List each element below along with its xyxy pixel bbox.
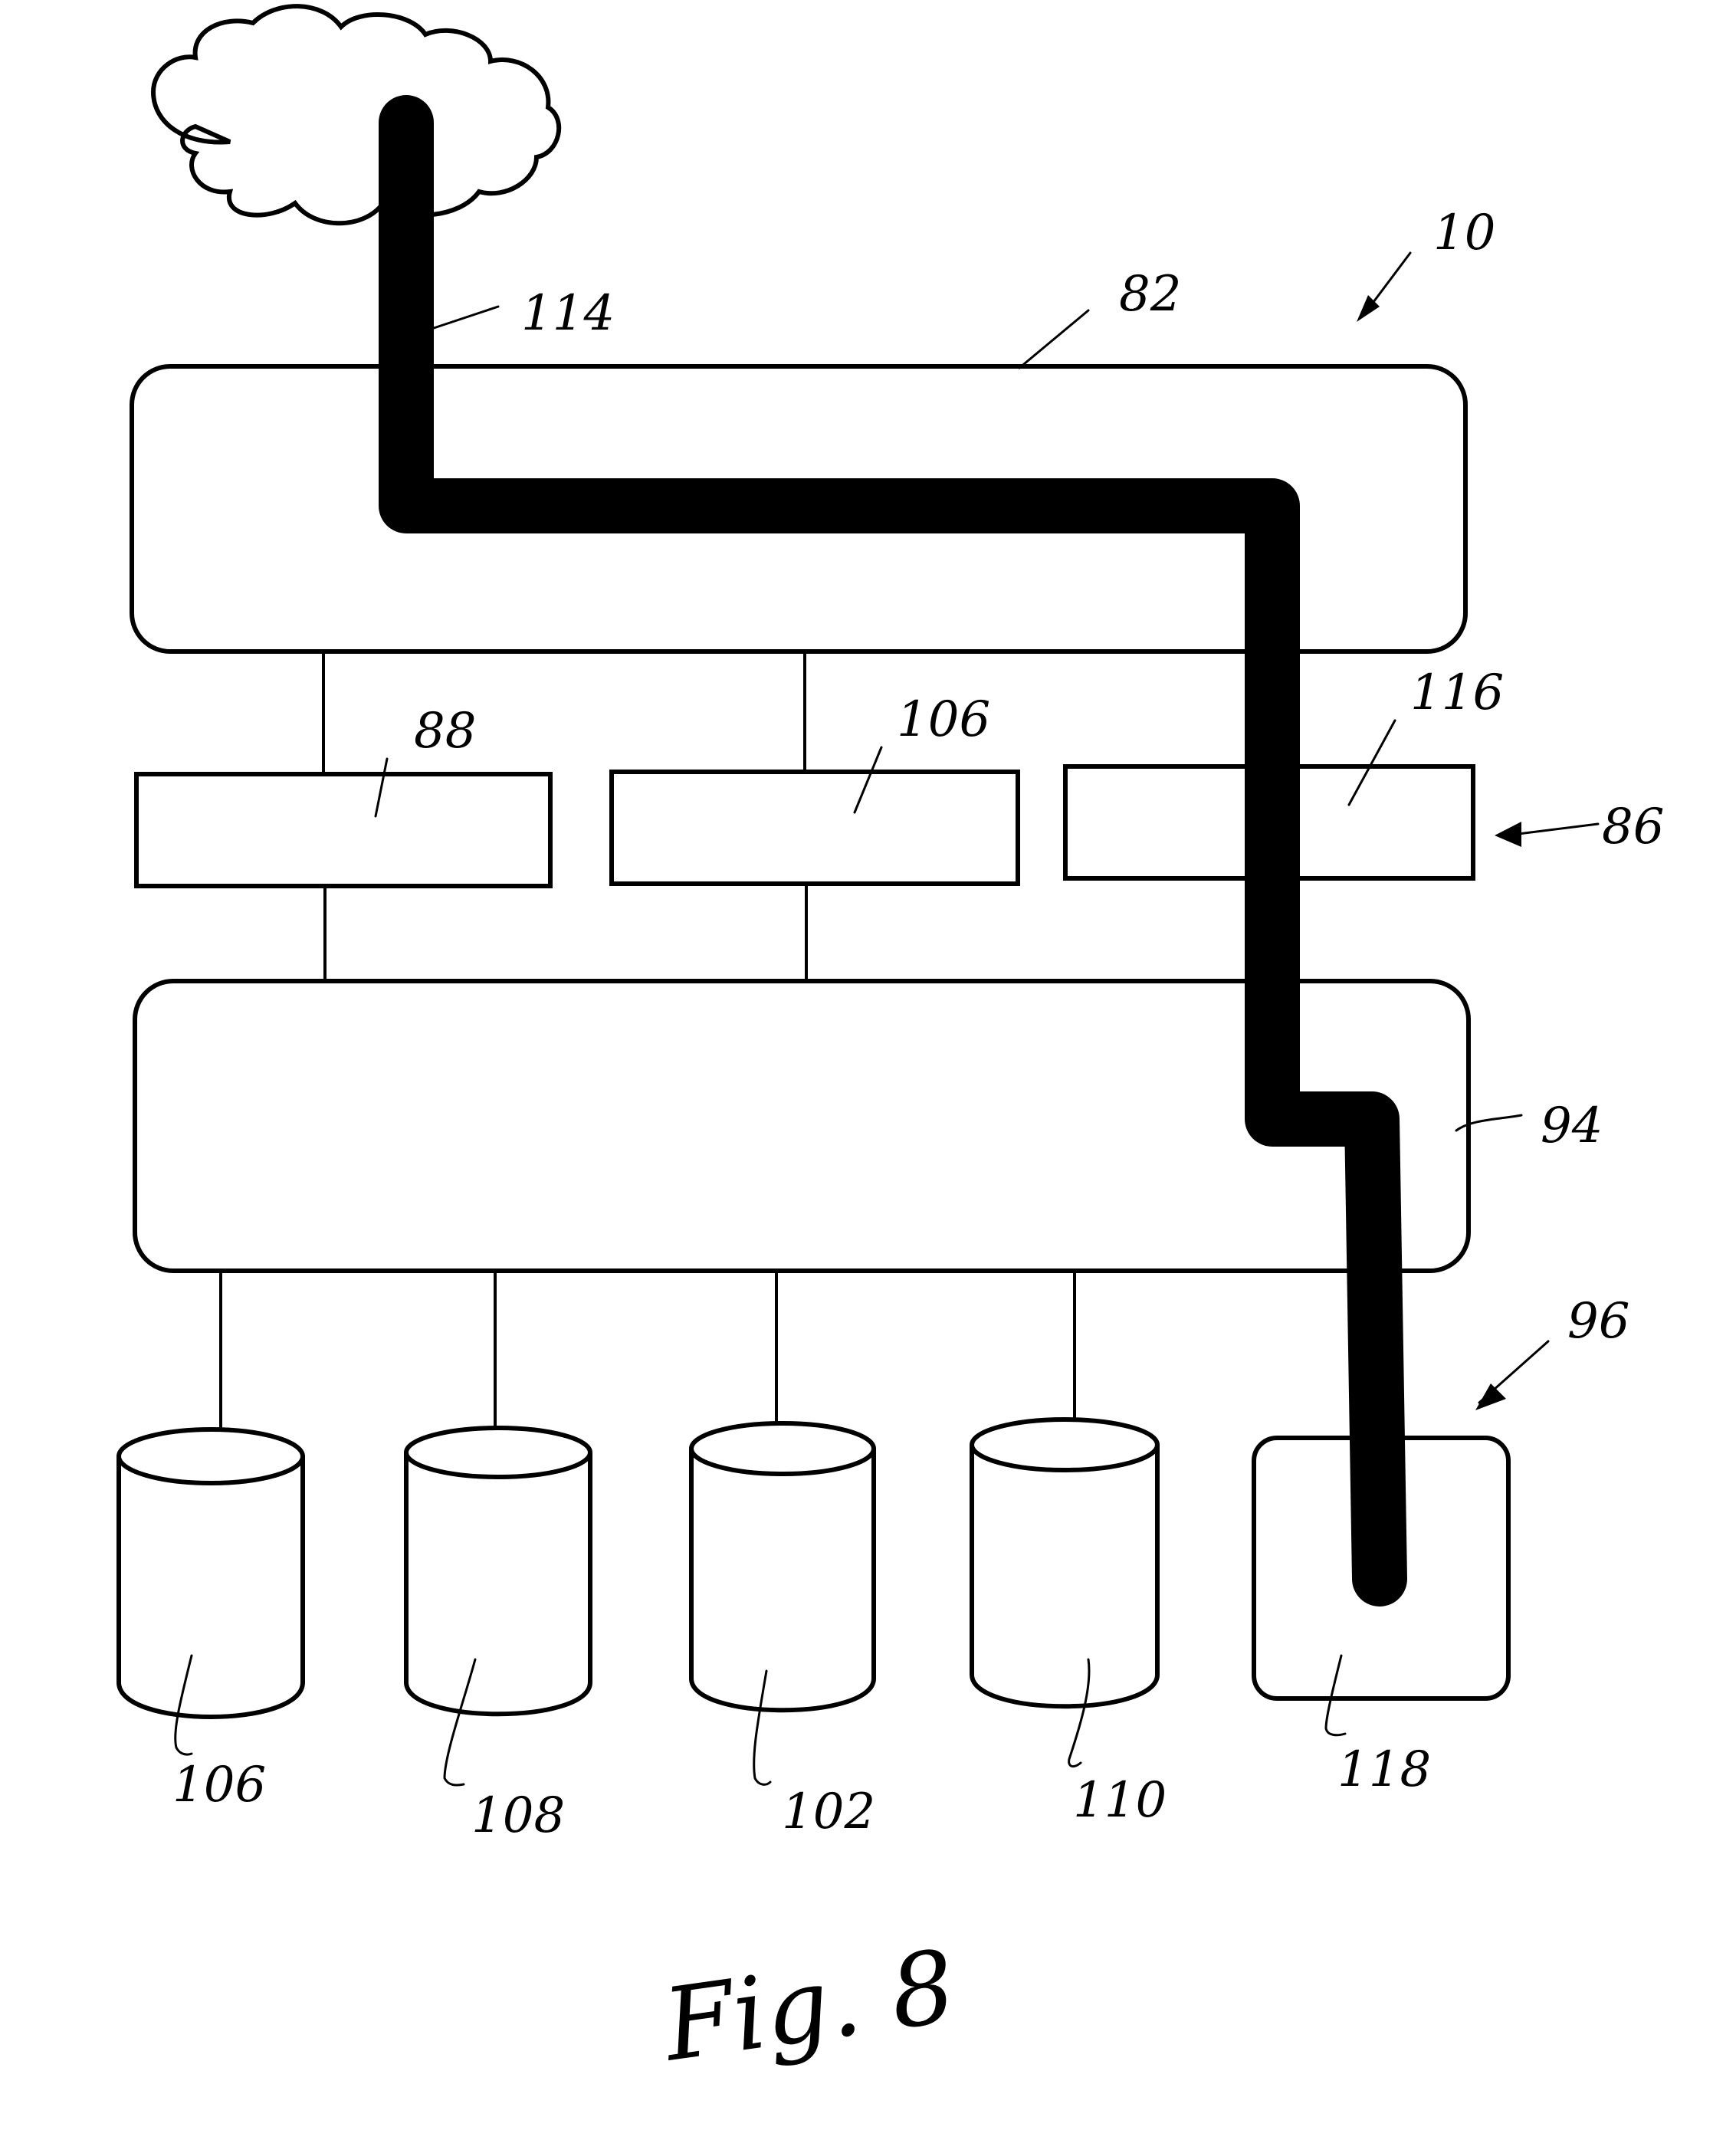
label-10: 10 <box>1433 205 1495 261</box>
label-106-box: 106 <box>897 691 990 748</box>
leader-cyl-106 <box>174 1654 193 1756</box>
arrowhead-86-icon <box>1495 822 1521 847</box>
leader-94 <box>1455 1114 1523 1132</box>
cylinder-110-icon <box>970 1417 1160 1709</box>
box-88 <box>134 772 553 888</box>
arrowhead-96-icon <box>1475 1383 1506 1410</box>
leader-106-box <box>853 746 883 814</box>
cylinder-102-icon <box>689 1421 876 1713</box>
arrowhead-10-icon <box>1357 295 1380 322</box>
data-path-114 <box>379 95 1407 1607</box>
label-114: 114 <box>521 285 615 342</box>
label-82: 82 <box>1119 266 1181 323</box>
label-116: 116 <box>1410 665 1504 721</box>
label-88: 88 <box>414 703 476 760</box>
figure-title: Fig. 8 <box>655 1928 962 2084</box>
label-94: 94 <box>1541 1098 1603 1154</box>
label-cyl-110: 110 <box>1073 1772 1167 1829</box>
leader-cyl-110 <box>1068 1658 1091 1768</box>
network-cloud-icon <box>150 4 562 226</box>
label-86: 86 <box>1602 799 1664 855</box>
leader-88 <box>374 757 389 818</box>
label-cyl-106: 106 <box>172 1757 266 1813</box>
leader-116 <box>1347 719 1396 806</box>
leader-cyl-102 <box>753 1669 772 1786</box>
label-cyl-102: 102 <box>782 1784 875 1840</box>
block-94 <box>133 979 1471 1273</box>
leader-cyl-108 <box>443 1658 477 1787</box>
label-118: 118 <box>1337 1741 1431 1798</box>
cylinder-108-icon <box>404 1426 592 1717</box>
box-106 <box>609 770 1020 886</box>
leader-114 <box>428 305 500 331</box>
leader-118 <box>1324 1654 1347 1737</box>
cylinder-106-icon <box>116 1427 305 1719</box>
label-96: 96 <box>1567 1293 1629 1350</box>
leader-82 <box>1018 309 1090 369</box>
label-cyl-108: 108 <box>471 1787 565 1844</box>
